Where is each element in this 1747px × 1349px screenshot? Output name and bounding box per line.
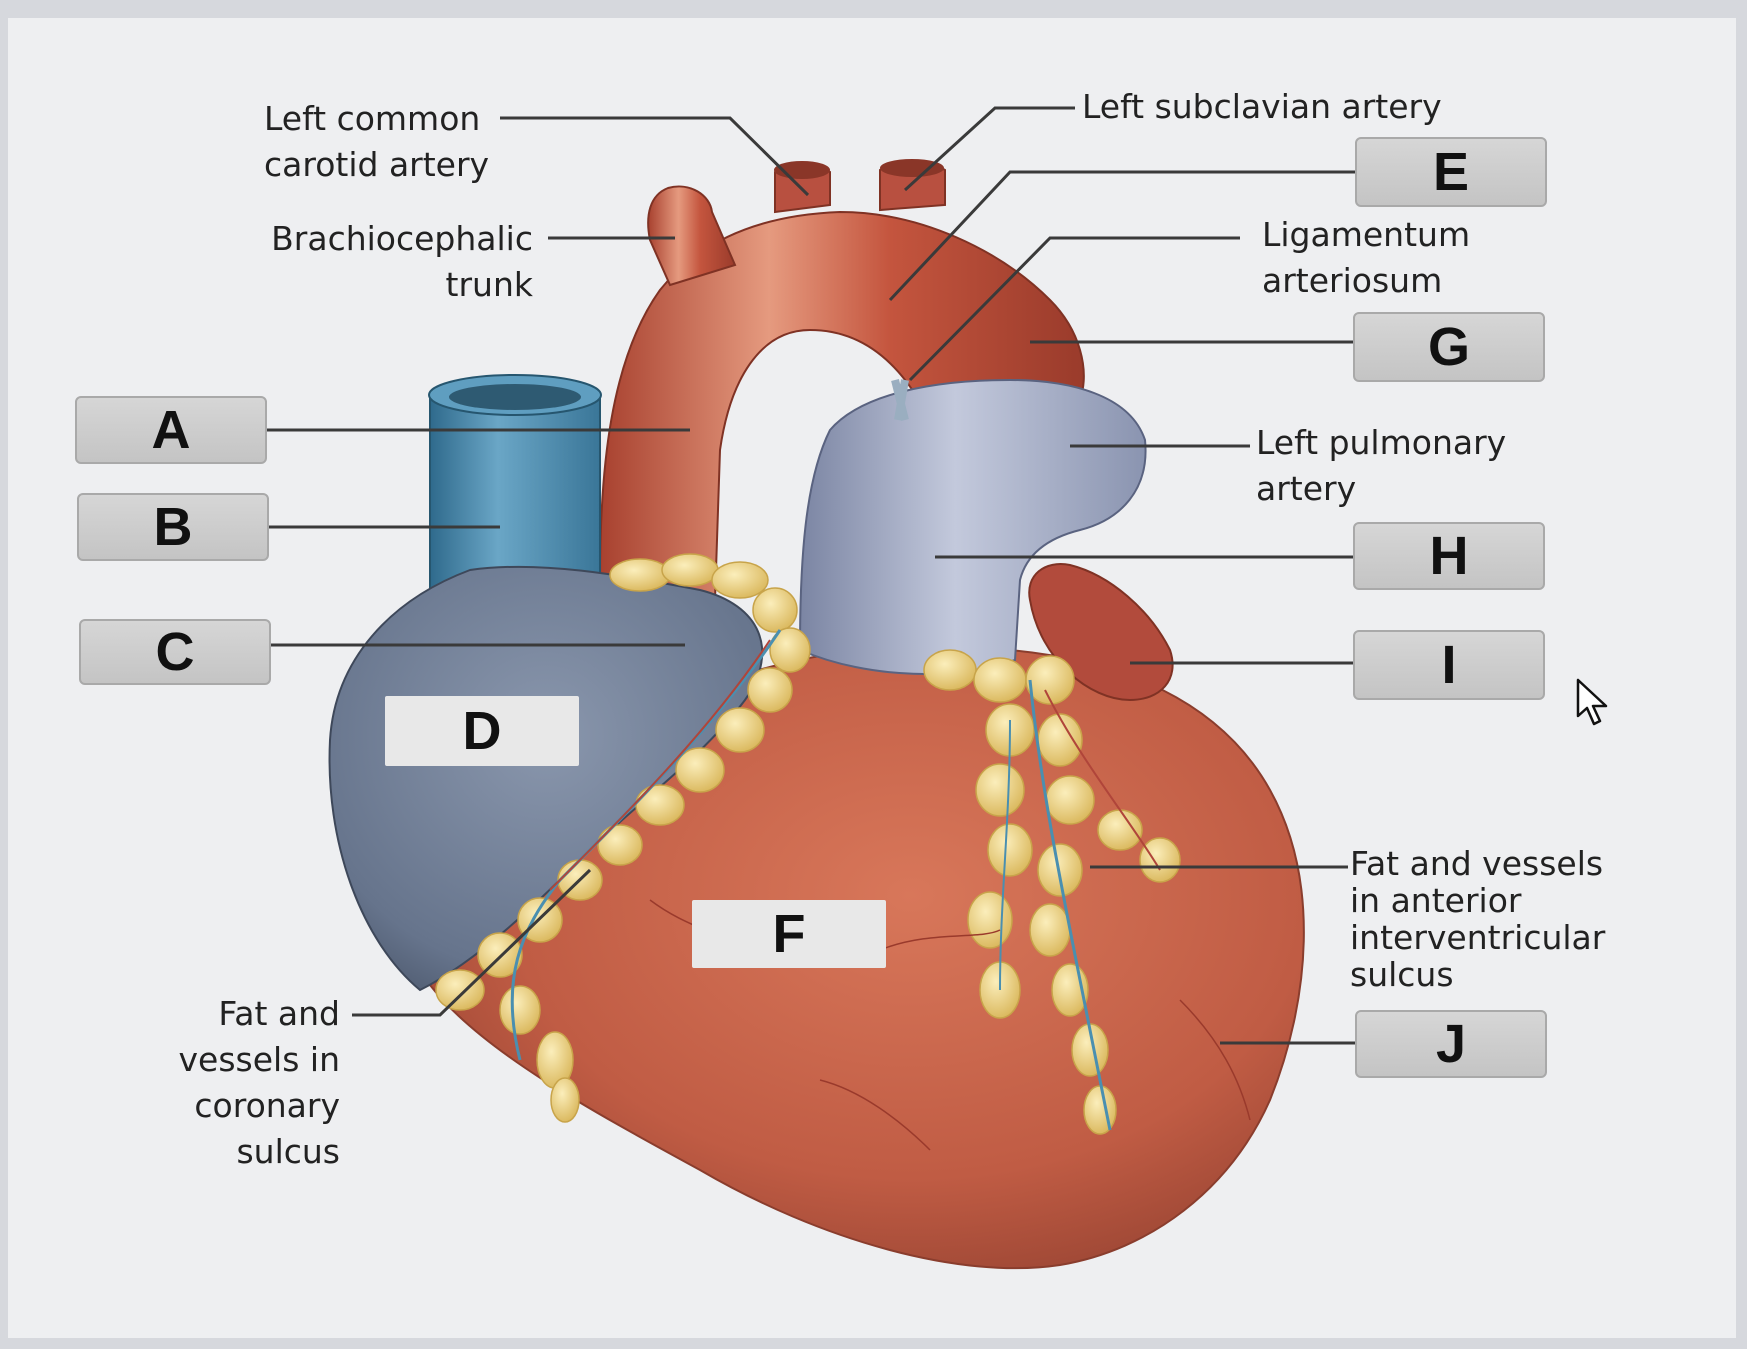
answer-box-g[interactable]: G	[1353, 312, 1545, 382]
label-fat-vessels-anterior-sulcus: Fat and vessels in anterior interventric…	[1350, 845, 1605, 993]
answer-box-d[interactable]: D	[385, 696, 579, 766]
answer-box-c[interactable]: C	[79, 619, 271, 685]
label-line: in anterior	[1350, 881, 1522, 920]
label-ligamentum-arteriosum: Ligamentum arteriosum	[1262, 212, 1470, 304]
label-line: Left common	[264, 99, 481, 138]
label-left-subclavian-artery: Left subclavian artery	[1082, 84, 1442, 130]
label-line: arteriosum	[1262, 261, 1443, 300]
label-line: artery	[1256, 469, 1357, 508]
label-left-pulmonary-artery: Left pulmonary artery	[1256, 420, 1506, 512]
label-line: vessels in	[178, 1040, 340, 1079]
label-line: Fat and	[218, 994, 340, 1033]
mouse-cursor-icon	[1576, 678, 1608, 726]
label-line: Left pulmonary	[1256, 423, 1507, 462]
answer-box-b[interactable]: B	[77, 493, 269, 561]
label-line: Left subclavian artery	[1082, 87, 1442, 126]
ligamentum-shape	[891, 379, 909, 421]
label-left-common-carotid: Left common carotid artery	[264, 96, 489, 188]
label-line: Brachiocephalic	[271, 219, 533, 258]
label-line: coronary	[194, 1086, 340, 1125]
label-line: carotid artery	[264, 145, 490, 184]
leader-lines	[265, 106, 1355, 1045]
brachiocephalic-shape	[647, 185, 737, 287]
label-line: sulcus	[1350, 955, 1454, 994]
label-fat-vessels-coronary-sulcus: Fat and vessels in coronary sulcus	[130, 991, 340, 1175]
label-line: interventricular	[1350, 918, 1606, 957]
interventricular-fat	[923, 649, 1181, 1135]
coronary-fat	[435, 553, 811, 1123]
answer-box-i[interactable]: I	[1353, 630, 1545, 700]
label-line: Ligamentum	[1262, 215, 1471, 254]
label-line: trunk	[445, 265, 533, 304]
answer-box-a[interactable]: A	[75, 396, 267, 464]
answer-box-h[interactable]: H	[1353, 522, 1545, 590]
answer-box-f[interactable]: F	[692, 900, 886, 968]
label-line: Fat and vessels	[1350, 844, 1604, 883]
answer-box-j[interactable]: J	[1355, 1010, 1547, 1078]
label-brachiocephalic-trunk: Brachiocephalic trunk	[240, 216, 533, 308]
label-line: sulcus	[236, 1132, 340, 1171]
aorta-shape	[598, 210, 1085, 602]
answer-box-e[interactable]: E	[1355, 137, 1547, 207]
